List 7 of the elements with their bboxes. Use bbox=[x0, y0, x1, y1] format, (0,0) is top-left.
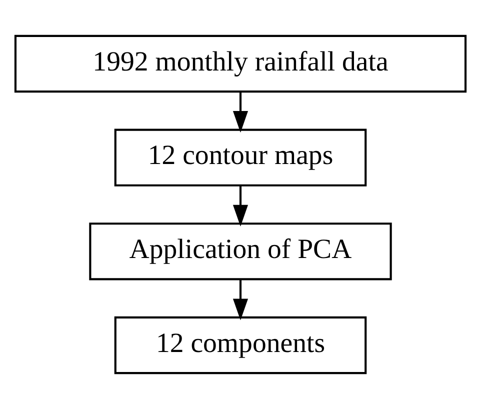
arrow bbox=[232, 184, 248, 226]
arrow bbox=[232, 278, 248, 320]
node-box: 12 components bbox=[114, 316, 367, 374]
arrow bbox=[232, 91, 248, 132]
node-box: 1992 monthly rainfall data bbox=[14, 34, 467, 92]
node-box: Application of PCA bbox=[89, 222, 392, 280]
node-box: 12 contour maps bbox=[114, 128, 367, 186]
